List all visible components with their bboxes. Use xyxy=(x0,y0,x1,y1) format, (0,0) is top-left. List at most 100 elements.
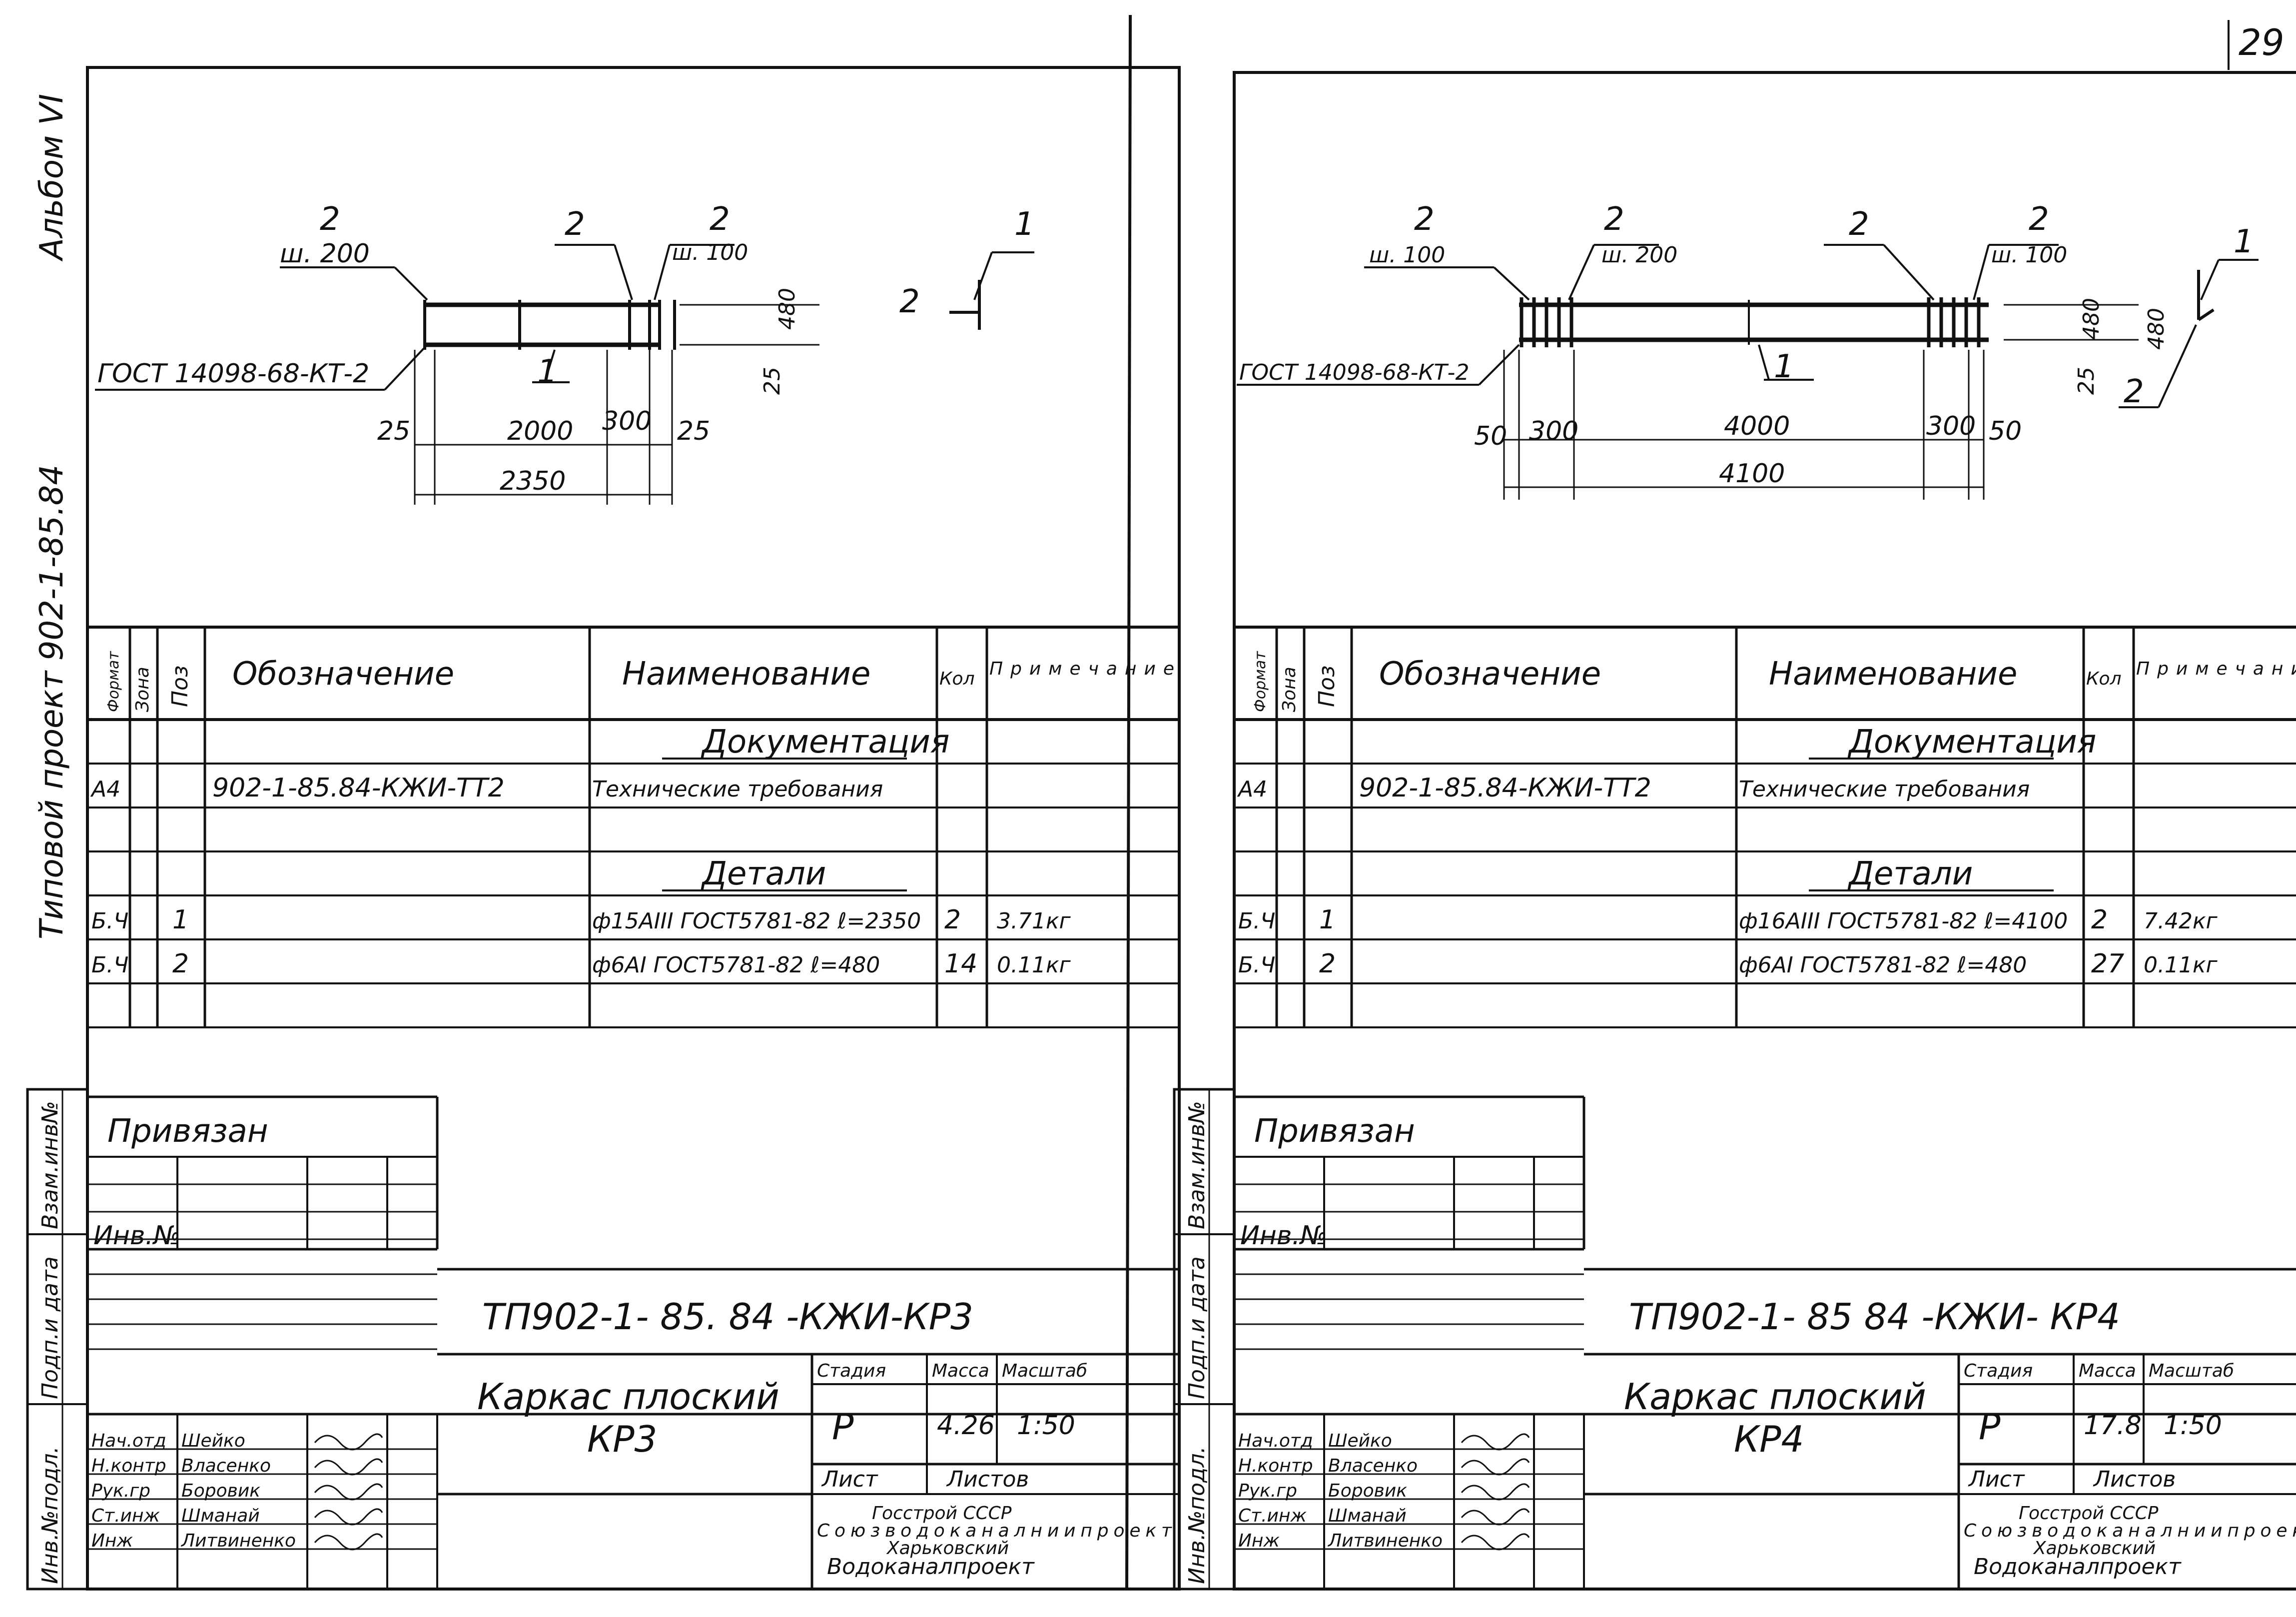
cell-qty: 27 xyxy=(2091,949,2124,979)
header-note: Примечание xyxy=(2136,659,2296,679)
role-label: Ст.инж xyxy=(1238,1506,1307,1526)
header-zone: Зона xyxy=(1279,667,1300,712)
cell-designation: 902-1-85.84-КЖИ-ТТ2 xyxy=(1359,773,1651,803)
signature-mark xyxy=(314,1508,383,1526)
sheet-frame xyxy=(1233,71,2296,1591)
table-row: Детали xyxy=(1809,855,2054,892)
role-label: Инж xyxy=(1238,1531,1280,1551)
mass-value: 17.8 xyxy=(2084,1411,2142,1441)
role-label: Нач.отд xyxy=(91,1431,166,1451)
cell-qty: 14 xyxy=(944,949,977,979)
stamp-frame xyxy=(26,1088,89,1591)
signer-name: Литвиненко xyxy=(180,1531,296,1551)
dimension-480: 480 xyxy=(774,288,800,330)
leader-line xyxy=(544,349,556,383)
org-line: Водоканалпроект xyxy=(827,1554,1035,1580)
cell-format: А4 xyxy=(90,777,120,802)
cell-note: 3.71кг xyxy=(997,908,1071,934)
dimension-25: 25 xyxy=(760,367,785,395)
stamp-replacement-inv: Взам.инв№ xyxy=(37,1101,63,1229)
signature-mark xyxy=(314,1533,383,1551)
cell-note: 0.11кг xyxy=(2144,952,2218,978)
signer-name: Шейко xyxy=(1328,1431,1392,1451)
dimension-300: 300 xyxy=(1926,411,1976,441)
signature-mark xyxy=(314,1433,383,1451)
callout-spacing: ш. 200 xyxy=(1601,242,1677,268)
signature-mark xyxy=(1461,1483,1530,1501)
cell-name: ф16АIII ГОСТ5781-82 ℓ=4100 xyxy=(1739,908,2068,934)
header-format: Формат xyxy=(105,651,122,712)
header-stage: Стадия xyxy=(817,1361,886,1381)
leader-line xyxy=(973,252,993,300)
stamp-frame xyxy=(1173,1088,1236,1591)
cell-name: ф15АIII ГОСТ5781-82 ℓ=2350 xyxy=(592,908,921,934)
header-designation: Обозначение xyxy=(232,656,454,693)
project-label: Типовой проект 902-1-85.84 xyxy=(33,465,70,939)
dimension-480: 480 xyxy=(2144,308,2169,350)
signer-name: Шманай xyxy=(181,1506,260,1526)
cell-format: Б.Ч xyxy=(1238,952,1275,978)
callout-pos-2: 2 xyxy=(710,201,730,238)
stamp-sign-date: Подп.и дата xyxy=(37,1256,63,1399)
header-mass: Масса xyxy=(2079,1361,2136,1381)
cell-name: Технические требования xyxy=(592,777,883,802)
role-label: Инж xyxy=(91,1531,133,1551)
dimension-50: 50 xyxy=(1989,416,2022,446)
header-name: Наименование xyxy=(1769,656,2017,693)
leader-line xyxy=(394,266,428,301)
callout-pos-2: 2 xyxy=(1414,201,1435,238)
role-label: Н.контр xyxy=(1238,1456,1313,1476)
header-qty: Кол xyxy=(2086,669,2122,689)
dimension-25: 25 xyxy=(2074,367,2099,395)
table-row: Документация xyxy=(1809,724,2096,761)
leader-line xyxy=(2158,324,2197,408)
header-scale: Масштаб xyxy=(1002,1361,1087,1381)
section-heading: Детали xyxy=(701,855,826,892)
org-line: Водоканалпроект xyxy=(1974,1554,2182,1580)
album-label: Альбом VI xyxy=(33,94,70,262)
callout-pos-2: 2 xyxy=(1604,201,1624,238)
signature-mark xyxy=(1461,1458,1530,1476)
leader-line xyxy=(614,244,633,300)
document-code: ТП902-1- 85. 84 -КЖИ-КР3 xyxy=(482,1296,973,1338)
table-row: Детали xyxy=(662,855,907,892)
header-scale: Масштаб xyxy=(2149,1361,2234,1381)
bound-label: Привязан xyxy=(107,1113,268,1150)
cell-designation: 902-1-85.84-КЖИ-ТТ2 xyxy=(212,773,505,803)
bound-label: Привязан xyxy=(1254,1113,1415,1150)
signer-name: Боровик xyxy=(1328,1481,1407,1501)
cell-name: ф6АI ГОСТ5781-82 ℓ=480 xyxy=(1739,952,2027,978)
scale-value: 1:50 xyxy=(2164,1411,2222,1441)
cell-note: 7.42кг xyxy=(2144,908,2218,934)
sheets-label: Листов xyxy=(946,1467,1029,1492)
header-pos: Поз xyxy=(167,666,193,707)
callout-pos-2: 2 xyxy=(1849,206,1869,243)
cell-pos: 2 xyxy=(1319,949,1336,979)
table-row: Б.Ч 2 ф6АI ГОСТ5781-82 ℓ=480 27 0.11кг xyxy=(1238,949,2218,979)
stamp-original-inv: Инв.№подл. xyxy=(37,1446,63,1584)
drawing-title-mark: КР3 xyxy=(587,1418,657,1460)
document-code: ТП902-1- 85 84 -КЖИ- КР4 xyxy=(1629,1296,2120,1338)
sheet-frame xyxy=(86,66,1181,1591)
leader-line xyxy=(1493,266,1530,301)
cell-format: Б.Ч xyxy=(1238,908,1275,934)
section-heading: Документация xyxy=(701,724,949,761)
leader-line xyxy=(384,344,428,391)
cell-format: Б.Ч xyxy=(91,952,128,978)
org-line: Харьковский xyxy=(2033,1538,2156,1559)
sheets-label: Листов xyxy=(2093,1467,2176,1492)
